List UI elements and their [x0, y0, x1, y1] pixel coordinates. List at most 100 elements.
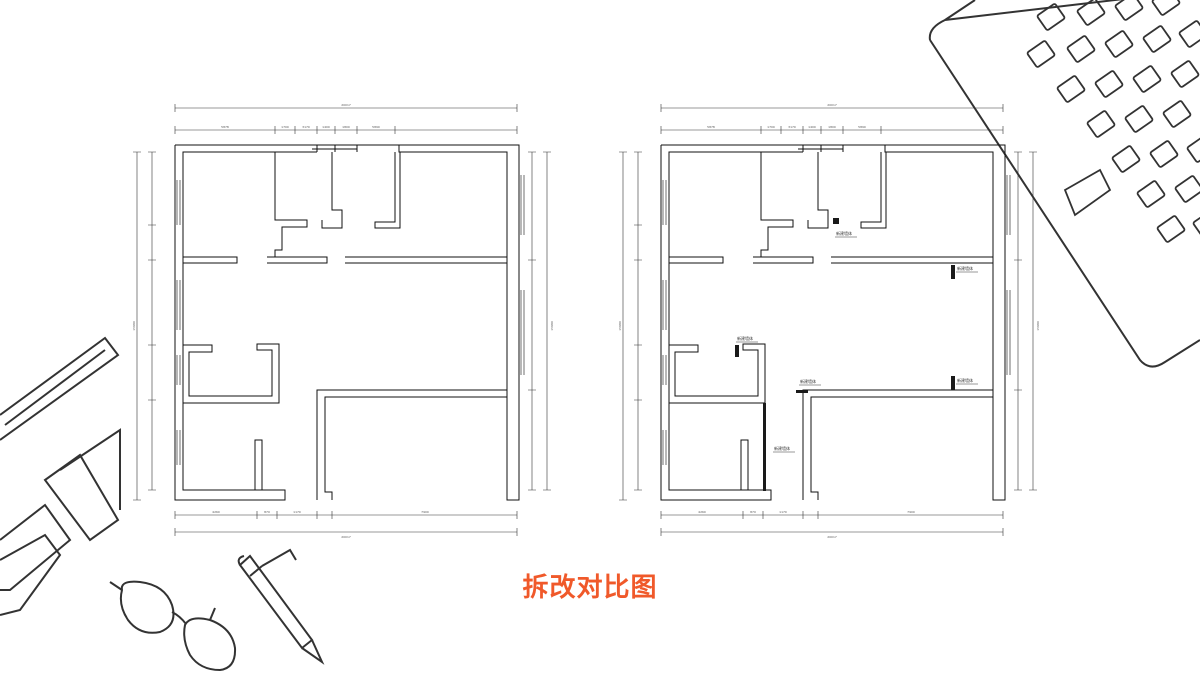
keyboard-key: [1156, 215, 1186, 243]
keyboard-key: [1036, 3, 1066, 31]
room-wall: [760, 152, 794, 257]
new-wall: [735, 345, 739, 357]
dimension-line-top: [174, 104, 518, 112]
keyboard-key: [1149, 140, 1179, 168]
keyboard-key: [1136, 180, 1166, 208]
window: [520, 290, 525, 375]
room-wall: [807, 152, 829, 229]
dimension-line-right: [1029, 151, 1037, 491]
window: [176, 280, 181, 330]
dimension-line-right: [1014, 151, 1022, 491]
dimension-label: 3170: [788, 125, 796, 129]
outer-wall: [661, 144, 1006, 501]
window: [798, 144, 843, 150]
room-wall: [267, 256, 328, 264]
new-wall: [951, 265, 955, 279]
note-label: 新建墙体: [957, 377, 973, 383]
dimension-label: 20017: [341, 103, 351, 107]
keyboard-key: [1192, 210, 1200, 238]
dimension-line-right: [528, 151, 536, 491]
dimension-label: 15980: [618, 321, 622, 331]
new-wall: [763, 403, 766, 491]
room-wall: [753, 256, 814, 264]
dimension-label: 20017: [827, 103, 837, 107]
window: [662, 430, 667, 465]
outer-wall: [175, 144, 520, 501]
window: [662, 355, 667, 385]
window: [662, 180, 667, 225]
keyboard-icon: [928, 0, 1200, 368]
room-wall: [831, 256, 994, 264]
dimension-label: 20017: [341, 535, 351, 539]
note-label: 新建墙体: [774, 445, 790, 451]
dimension-line-top: [174, 126, 518, 134]
keyboard-key: [1026, 40, 1056, 68]
dimension-label: 15980: [1036, 321, 1040, 331]
keyboard-key: [1063, 168, 1112, 217]
dimension-line-left: [148, 151, 156, 491]
dimension-label: 1800: [342, 125, 350, 129]
dimension-label: 1170: [779, 510, 787, 514]
dimension-label: 1400: [808, 125, 816, 129]
dimension-label: 870: [750, 510, 756, 514]
dimension-label: 5878: [707, 125, 715, 129]
outer-wall: [174, 145, 317, 501]
room-wall: [345, 256, 508, 264]
window: [176, 180, 181, 225]
room-wall: [183, 256, 238, 264]
dimension-label: 4260: [698, 510, 706, 514]
room-wall: [316, 389, 508, 500]
keyboard-key: [1104, 30, 1134, 58]
note-label: 新建墙体: [800, 378, 816, 384]
dimension-label: 5890: [858, 125, 866, 129]
room-wall: [669, 343, 766, 404]
keyboard-key: [1170, 60, 1200, 88]
dimension-label: 1170: [293, 510, 301, 514]
keyboard-key: [1142, 25, 1172, 53]
keyboard-key: [1086, 110, 1116, 138]
dimension-line-bottom: [174, 511, 518, 519]
dimension-label: 3170: [302, 125, 310, 129]
dimension-label: 15980: [132, 321, 136, 331]
dimension-label: 5878: [221, 125, 229, 129]
laptop-icon: [0, 336, 121, 616]
dimension-label: 870: [264, 510, 270, 514]
caption-title: 拆改对比图: [522, 573, 658, 603]
room-wall: [802, 389, 994, 500]
new-wall: [951, 376, 955, 390]
keyboard-key: [1174, 175, 1200, 203]
keyboard-key: [1076, 0, 1106, 26]
dimension-label: 1800: [828, 125, 836, 129]
dimension-line-left: [634, 151, 642, 491]
window: [662, 280, 667, 330]
dimension-line-right: [543, 151, 551, 491]
note-label: 新建墙体: [836, 230, 852, 236]
room-wall: [860, 152, 887, 229]
keyboard-key: [1094, 70, 1124, 98]
room-wall: [321, 152, 343, 229]
window: [176, 430, 181, 465]
new-wall: [796, 390, 808, 393]
outer-wall: [660, 145, 803, 501]
dimension-line-top: [660, 104, 1004, 112]
keyboard-key: [1151, 0, 1181, 16]
room-wall: [374, 152, 401, 229]
floor-plan-after: 20017 5878 1700 3170 1400 1800 5890 4260 870 1170…: [618, 103, 1040, 539]
note-label: 新建墙体: [957, 265, 973, 271]
dimension-label: 1700: [767, 125, 775, 129]
keyboard-key: [1111, 145, 1141, 173]
keyboard-key: [1066, 35, 1096, 63]
dimension-label: 15980: [550, 321, 554, 331]
keyboard-key: [1124, 105, 1154, 133]
keyboard-key: [1132, 65, 1162, 93]
note-label: 新建墙体: [737, 335, 753, 341]
window: [1006, 175, 1011, 235]
dimension-label: 20017: [827, 535, 837, 539]
dimension-label: 7900: [421, 510, 429, 514]
room-wall: [254, 439, 263, 491]
room-wall: [669, 256, 724, 264]
pen-icon: [237, 548, 325, 665]
glasses-icon: [109, 580, 237, 672]
dimension-label: 1700: [281, 125, 289, 129]
